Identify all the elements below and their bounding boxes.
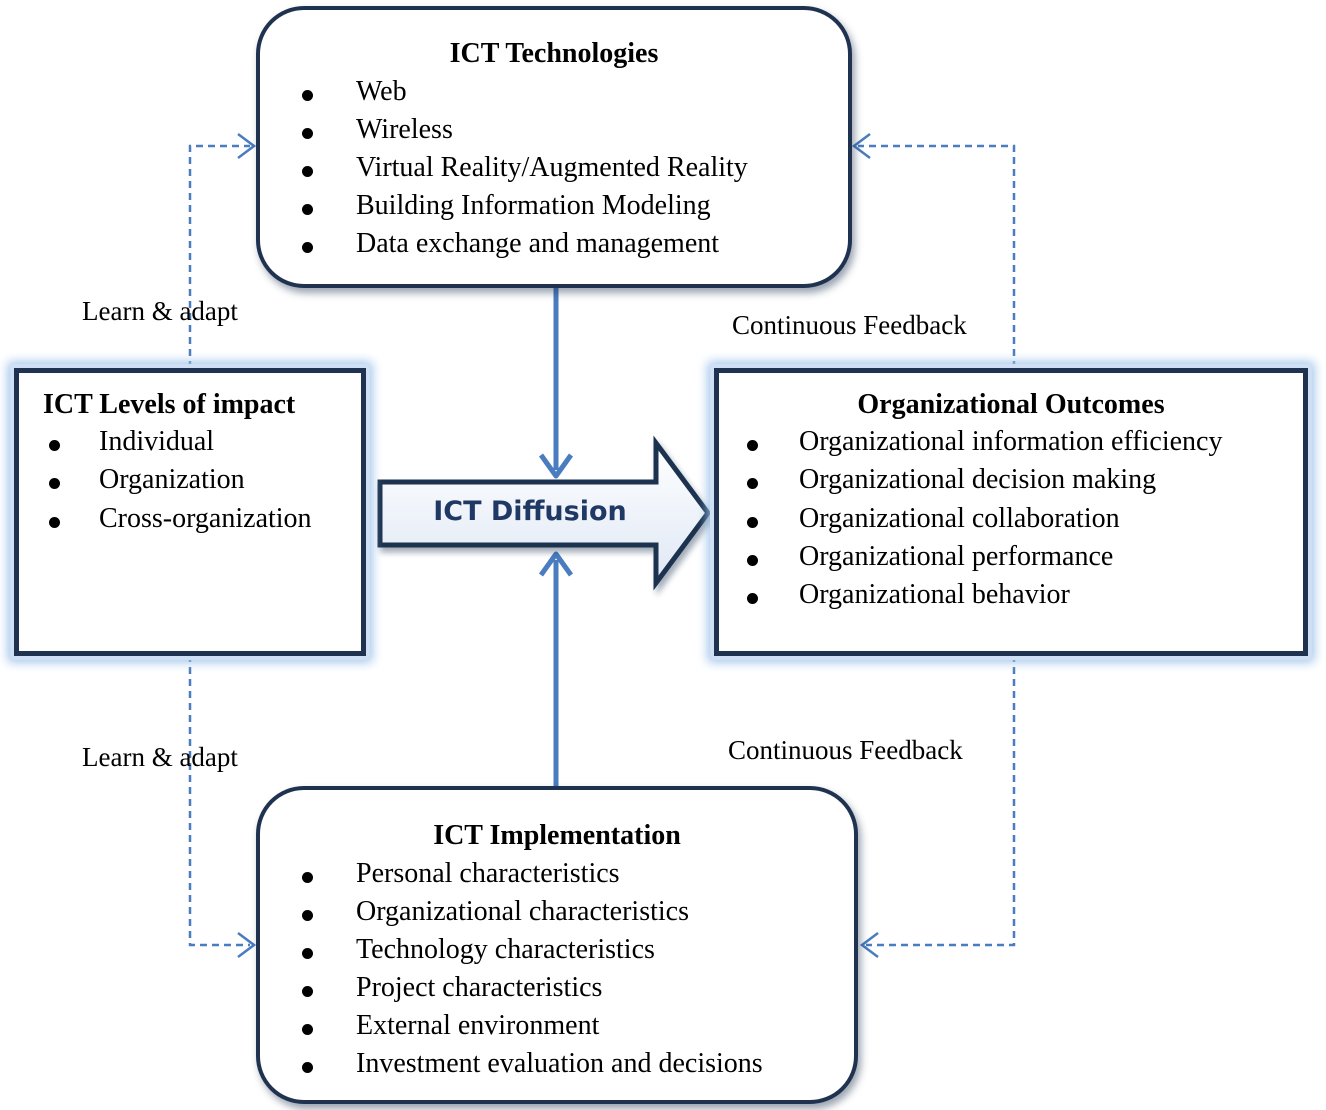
learn-adapt-top-label: Learn & adapt <box>82 296 238 326</box>
bullet-icon <box>302 910 313 921</box>
learn-adapt-bottom-connector <box>188 655 250 947</box>
bullet-icon <box>49 478 60 489</box>
bullet-icon <box>747 478 758 489</box>
ict-levels-box: ICT Levels of impact Individual Organiza… <box>14 368 366 656</box>
tech-item: Data exchange and management <box>356 228 720 259</box>
feedback-bottom-label: Continuous Feedback <box>728 735 963 765</box>
diffusion-block-arrow <box>377 435 712 591</box>
organizational-outcomes-box: Organizational Outcomes Organizational i… <box>714 368 1308 656</box>
bullet-icon <box>302 948 313 959</box>
implementation-item: Organizational characteristics <box>356 896 689 927</box>
tech-item: Building Information Modeling <box>356 190 711 221</box>
bullet-icon <box>302 986 313 997</box>
bullet-icon <box>302 166 313 177</box>
bullet-icon <box>49 517 60 528</box>
outcomes-item: Organizational behavior <box>799 579 1070 610</box>
bullet-icon <box>747 517 758 528</box>
ict-technologies-title: ICT Technologies <box>449 38 659 69</box>
levels-item: Individual <box>99 426 215 457</box>
levels-item: Organization <box>99 464 245 495</box>
tech-item: Wireless <box>356 114 453 145</box>
tech-to-diffusion-arrowhead <box>538 453 574 479</box>
outcomes-item: Organizational decision making <box>799 464 1157 495</box>
outcomes-item: Organizational performance <box>799 541 1114 572</box>
learn-adapt-top-connector <box>188 144 250 368</box>
outcomes-item: Organizational information efficiency <box>799 426 1223 457</box>
ict-implementation-title: ICT Implementation <box>433 820 681 851</box>
implementation-item: External environment <box>356 1010 600 1041</box>
bullet-icon <box>302 1024 313 1035</box>
tech-item: Virtual Reality/Augmented Reality <box>356 152 748 183</box>
ict-levels-title: ICT Levels of impact <box>43 389 296 420</box>
bullet-icon <box>302 242 313 253</box>
feedback-bottom-connector <box>866 655 1016 947</box>
bullet-icon <box>747 440 758 451</box>
ict-diffusion-label: ICT Diffusion <box>433 496 627 527</box>
bullet-icon <box>747 555 758 566</box>
organizational-outcomes-title: Organizational Outcomes <box>857 389 1165 420</box>
feedback-bottom-arrowhead <box>859 932 879 958</box>
bullet-icon <box>302 872 313 883</box>
ict-implementation-box: ICT Implementation Personal characterist… <box>256 786 858 1104</box>
bullet-icon <box>747 593 758 604</box>
implementation-item: Project characteristics <box>356 972 603 1003</box>
learn-adapt-top-arrowhead <box>237 133 257 159</box>
implementation-item: Personal characteristics <box>356 858 620 889</box>
bullet-icon <box>302 128 313 139</box>
feedback-top-arrowhead <box>851 133 871 159</box>
outcomes-item: Organizational collaboration <box>799 503 1120 534</box>
feedback-top-connector <box>858 144 1016 368</box>
bullet-icon <box>302 1062 313 1073</box>
learn-adapt-bottom-label: Learn & adapt <box>82 742 238 772</box>
bullet-icon <box>302 204 313 215</box>
implementation-item: Investment evaluation and decisions <box>356 1048 763 1079</box>
levels-item: Cross-organization <box>99 503 312 534</box>
ict-technologies-box: ICT Technologies Web Wireless Virtual Re… <box>256 6 852 288</box>
bullet-icon <box>49 440 60 451</box>
implementation-to-diffusion-arrowhead <box>538 551 574 577</box>
tech-item: Web <box>356 76 407 107</box>
learn-adapt-bottom-arrowhead <box>237 932 257 958</box>
implementation-item: Technology characteristics <box>356 934 655 965</box>
feedback-top-label: Continuous Feedback <box>732 310 967 340</box>
bullet-icon <box>302 90 313 101</box>
